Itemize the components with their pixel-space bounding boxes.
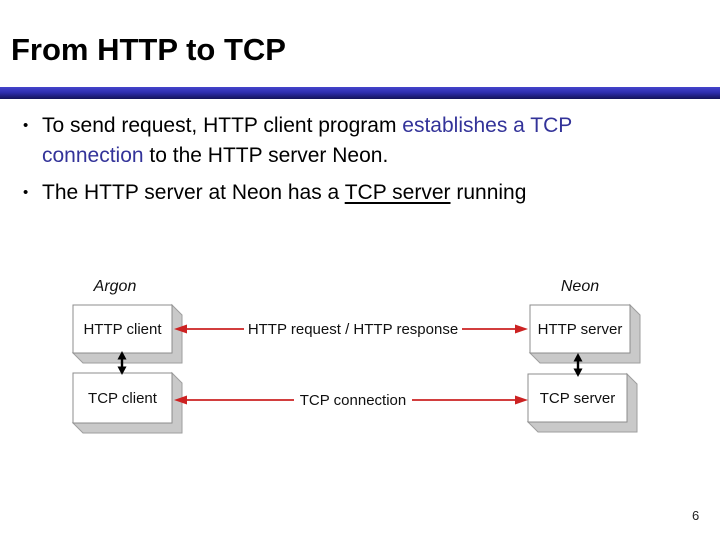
box-label-tcp-server: TCP server <box>540 390 616 407</box>
box-tcp-client: TCP client <box>71 371 183 434</box>
box-tcp-server: TCP server <box>526 372 638 433</box>
arrow-left-icon <box>174 324 187 334</box>
bullet-icon: • <box>23 117 29 134</box>
bullet-list: • To send request, HTTP client program es… <box>14 111 644 215</box>
title-divider <box>0 87 720 99</box>
arrow-up-icon <box>117 351 127 360</box>
box-label-http-server: HTTP server <box>538 321 623 338</box>
bullet-text-segment-underlined: TCP server <box>344 181 451 204</box>
arrow-down-icon <box>573 368 583 377</box>
box-http-client: HTTP client <box>71 303 183 364</box>
bullet-text-segment-blue: establishes a TCP connection <box>42 114 572 167</box>
layer-arrow-argon <box>117 351 127 375</box>
box-face <box>527 373 628 423</box>
bullet-text-segment: The HTTP server at Neon has a <box>42 181 345 204</box>
connection-label-http: HTTP request / HTTP response <box>248 321 458 338</box>
bullet-icon: • <box>23 184 29 201</box>
network-diagram: Argon Neon HTTP client TCP client HTTP s… <box>71 278 641 434</box>
bullet-text-segment: To send request, HTTP client program <box>42 114 403 137</box>
host-label-argon: Argon <box>93 278 137 295</box>
box-http-server: HTTP server <box>528 303 641 364</box>
box-face <box>529 304 631 354</box>
connection-label-tcp: TCP connection <box>300 392 406 409</box>
page-number: 6 <box>692 508 700 523</box>
box-label-http-client: HTTP client <box>83 321 162 338</box>
layer-arrow-neon <box>573 353 583 377</box>
host-label-neon: Neon <box>561 278 599 295</box>
bullet-item: • To send request, HTTP client program es… <box>14 111 644 171</box>
box-face <box>72 304 173 354</box>
bullet-text-segment: to the HTTP server Neon. <box>143 144 389 167</box>
connection-tcp: TCP connection <box>174 392 528 409</box>
page-title: From HTTP to TCP <box>11 32 286 67</box>
connection-http-request-response: HTTP request / HTTP response <box>174 321 528 338</box>
arrow-left-icon <box>174 395 187 405</box>
bullet-text-segment: running <box>450 181 527 204</box>
arrow-right-icon <box>515 395 528 405</box>
bullet-item: • The HTTP server at Neon has a TCP serve… <box>14 178 644 208</box>
arrow-up-icon <box>573 353 583 362</box>
arrow-down-icon <box>117 366 127 375</box>
box-label-tcp-client: TCP client <box>88 390 158 407</box>
box-face <box>72 372 173 424</box>
arrow-right-icon <box>515 324 528 334</box>
